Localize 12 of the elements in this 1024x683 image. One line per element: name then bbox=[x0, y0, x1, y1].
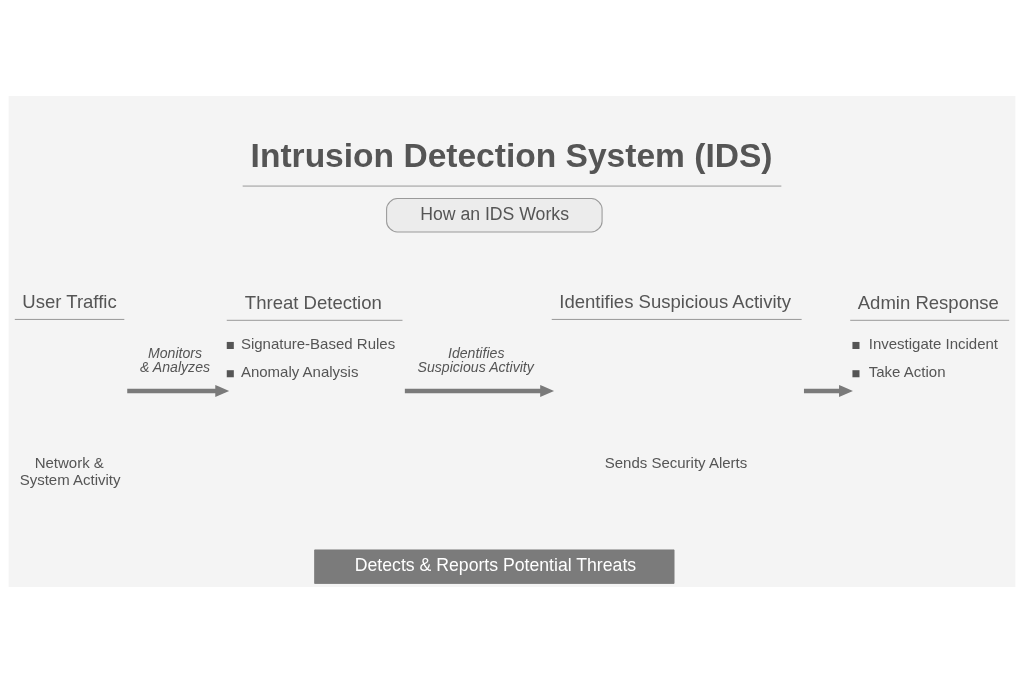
arrow bbox=[404, 384, 555, 398]
diagram-title: Intrusion Detection System (IDS) bbox=[250, 137, 773, 174]
node-box: Detects & Reports Potential Threats bbox=[314, 549, 675, 584]
node-box: How an IDS Works bbox=[386, 197, 603, 233]
arrow bbox=[127, 384, 230, 398]
edge-label: Monitors & Analyzes bbox=[140, 345, 211, 376]
arrow bbox=[803, 384, 853, 398]
edge-label: Identifies Suspicious Activity bbox=[417, 345, 534, 376]
node-text: Admin Response Investigate Incident Take Action bbox=[857, 291, 999, 381]
node-text: User Traffic Network & System Activity bbox=[19, 290, 121, 489]
node-text: Threat Detection Signature-Based Rules Anomaly Analysis bbox=[240, 291, 396, 381]
node-text: Identifies Suspicious Activity Sends Security Alerts bbox=[559, 290, 791, 472]
